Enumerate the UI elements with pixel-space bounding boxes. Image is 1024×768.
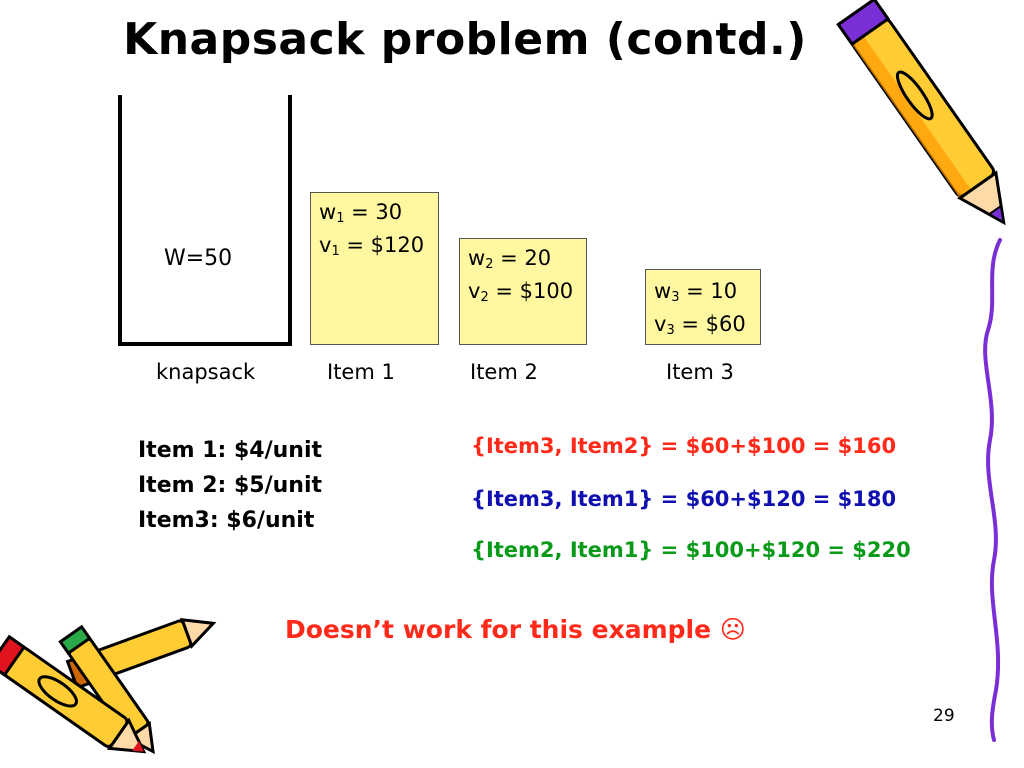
combination-item3-item1: {Item3, Item1} = $60+$120 = $180 [471,487,896,511]
knapsack-capacity: W=50 [164,246,232,271]
scribble-line [985,240,1000,740]
item-1-value: v1 = $120 [319,232,438,265]
item-1-weight: w1 = 30 [319,199,438,232]
knapsack-bottom [118,342,292,346]
item-3-label: Item 3 [666,360,734,384]
unit-value-item-3: Item3: $6/unit [138,503,322,538]
pencils-cluster-icon [0,610,218,765]
knapsack-label: knapsack [156,360,255,384]
item-2-weight: w2 = 20 [468,245,586,278]
unit-value-item-2: Item 2: $5/unit [138,468,322,503]
item-2-value: v2 = $100 [468,278,586,311]
item-2-box: w2 = 20 v2 = $100 [459,238,587,345]
knapsack-left-wall [118,95,122,345]
conclusion-text: Doesn’t work for this example ☹ [285,615,746,644]
item-3-value: v3 = $60 [654,311,760,344]
item-3-weight: w3 = 10 [654,278,760,311]
knapsack-right-wall [288,95,292,345]
item-1-box: w1 = 30 v1 = $120 [310,192,439,345]
item-2-label: Item 2 [470,360,538,384]
page-number: 29 [933,706,955,726]
combination-item3-item2: {Item3, Item2} = $60+$100 = $160 [471,434,896,458]
item-1-label: Item 1 [327,360,395,384]
unit-value-item-1: Item 1: $4/unit [138,433,322,468]
item-3-box: w3 = 10 v3 = $60 [645,269,761,345]
slide-title: Knapsack problem (contd.) [0,14,930,65]
combination-item2-item1: {Item2, Item1} = $100+$120 = $220 [471,538,911,562]
unit-values: Item 1: $4/unit Item 2: $5/unit Item3: $… [138,433,322,538]
